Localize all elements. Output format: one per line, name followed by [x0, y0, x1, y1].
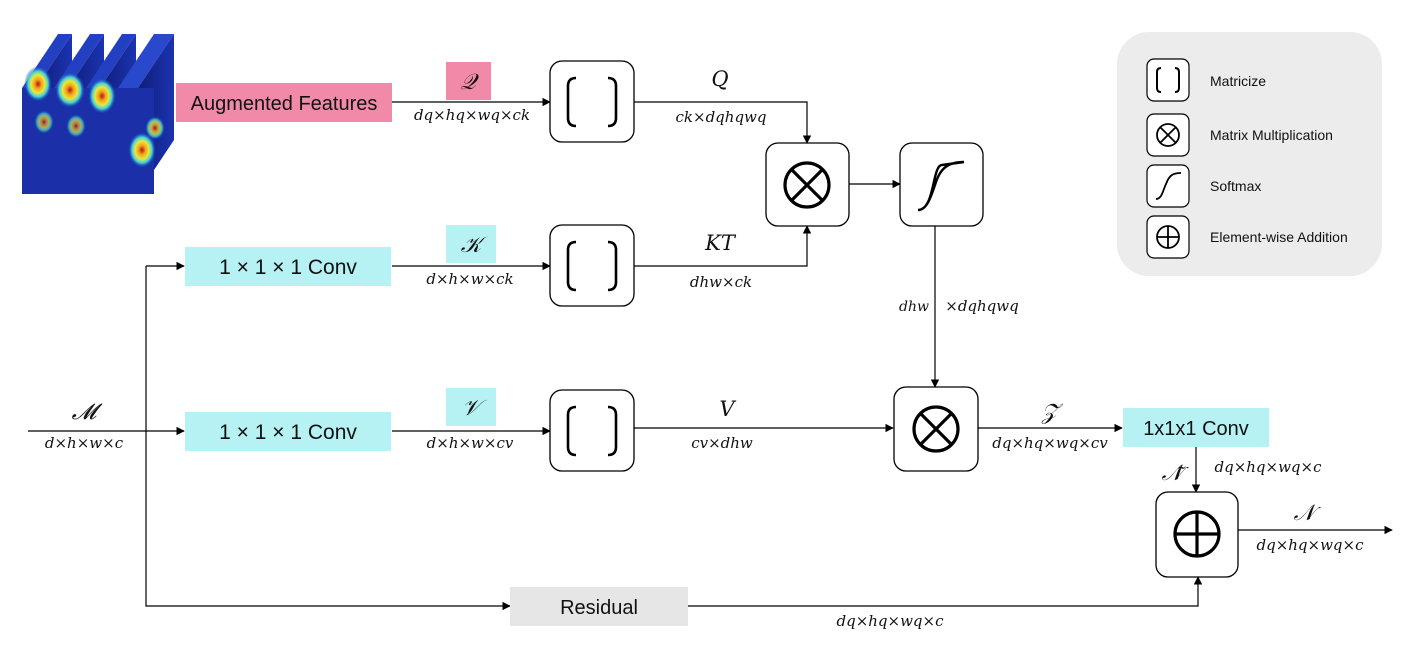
arrow-q-to-mult1 [634, 101, 812, 144]
v-matrix-shape: cv×dhw [691, 434, 753, 452]
v-conv-label: 1 × 1 × 1 Conv [219, 421, 357, 444]
kt-matrix-shape: dhw×ck [690, 273, 752, 291]
k-conv-label: 1 × 1 × 1 Conv [219, 256, 357, 279]
k-conv-shape: d×h×w×ck [426, 270, 513, 288]
augmented-features-label: Augmented Features [191, 93, 378, 115]
matrix-multiplication-1 [765, 142, 850, 227]
residual-box [510, 587, 688, 626]
matricize-k [549, 224, 635, 307]
kt-matrix-label: KT [704, 231, 737, 255]
output-conv-box [1123, 408, 1269, 447]
q-matrix-label: Q [711, 67, 728, 91]
element-wise-addition-icon [1146, 215, 1190, 259]
k-symbol-box [446, 225, 496, 263]
q-symbol: 𝒬 [460, 70, 479, 95]
softmax-shape-right: ×dqhqwq [945, 297, 1018, 315]
legend: Matricize Matrix Multiplication Softmax … [1117, 32, 1382, 276]
matricize-v [549, 389, 635, 472]
softmax-operator [899, 142, 984, 227]
residual-label: Residual [560, 597, 638, 619]
matricize-q [549, 60, 635, 143]
v-symbol-box [446, 388, 496, 426]
legend-label-matricize: Matricize [1210, 73, 1266, 89]
matrix-multiplication-2 [893, 386, 979, 472]
augmented-features-block: Augmented Features [176, 83, 392, 122]
z-symbol: 𝒵 [1041, 400, 1064, 425]
n-symbol: 𝒩 [1293, 501, 1321, 526]
legend-label-element-wise-addition: Element-wise Addition [1210, 229, 1348, 245]
residual-shape: dq×hq×wq×c [836, 612, 944, 630]
v-conv-box [185, 412, 391, 451]
augmented-features-box [176, 83, 392, 122]
matrix-multiplication-icon [1146, 113, 1190, 157]
legend-label-softmax: Softmax [1210, 178, 1261, 194]
v-conv-shape: d×h×w×cv [427, 434, 514, 452]
softmax-shape-left: dhw [899, 299, 929, 315]
z-shape: dq×hq×wq×cv [992, 434, 1108, 452]
q-symbol-box [446, 62, 491, 100]
output-conv-label: 1x1x1 Conv [1143, 418, 1249, 440]
m-symbol: 𝓜 [72, 400, 103, 425]
heatmap-front [118, 34, 174, 194]
matricize-icon [1146, 58, 1190, 102]
n-tilde-symbol: 𝒩̃ [1161, 461, 1189, 486]
feature-heatmap-stack [22, 34, 174, 194]
n-tilde-shape: dq×hq×wq×c [1214, 458, 1322, 476]
q-matrix-shape: ck×dqhqwq [676, 108, 767, 126]
n-shape: dq×hq×wq×c [1256, 536, 1364, 554]
m-shape: d×h×w×c [45, 434, 124, 452]
line-m-trunk [145, 266, 511, 611]
arrow-kt-to-mult1 [634, 225, 812, 267]
connectors [28, 97, 1393, 611]
softmax-icon [1146, 164, 1190, 208]
k-conv-box [185, 247, 391, 286]
arrow-residual-to-add [688, 576, 1203, 607]
augmented-shape: dq×hq×wq×ck [414, 106, 530, 124]
heatmap-slice-2 [54, 34, 104, 194]
v-matrix-label: V [719, 397, 736, 421]
element-wise-addition [1155, 491, 1239, 578]
legend-label-matrix-multiplication: Matrix Multiplication [1210, 127, 1333, 143]
